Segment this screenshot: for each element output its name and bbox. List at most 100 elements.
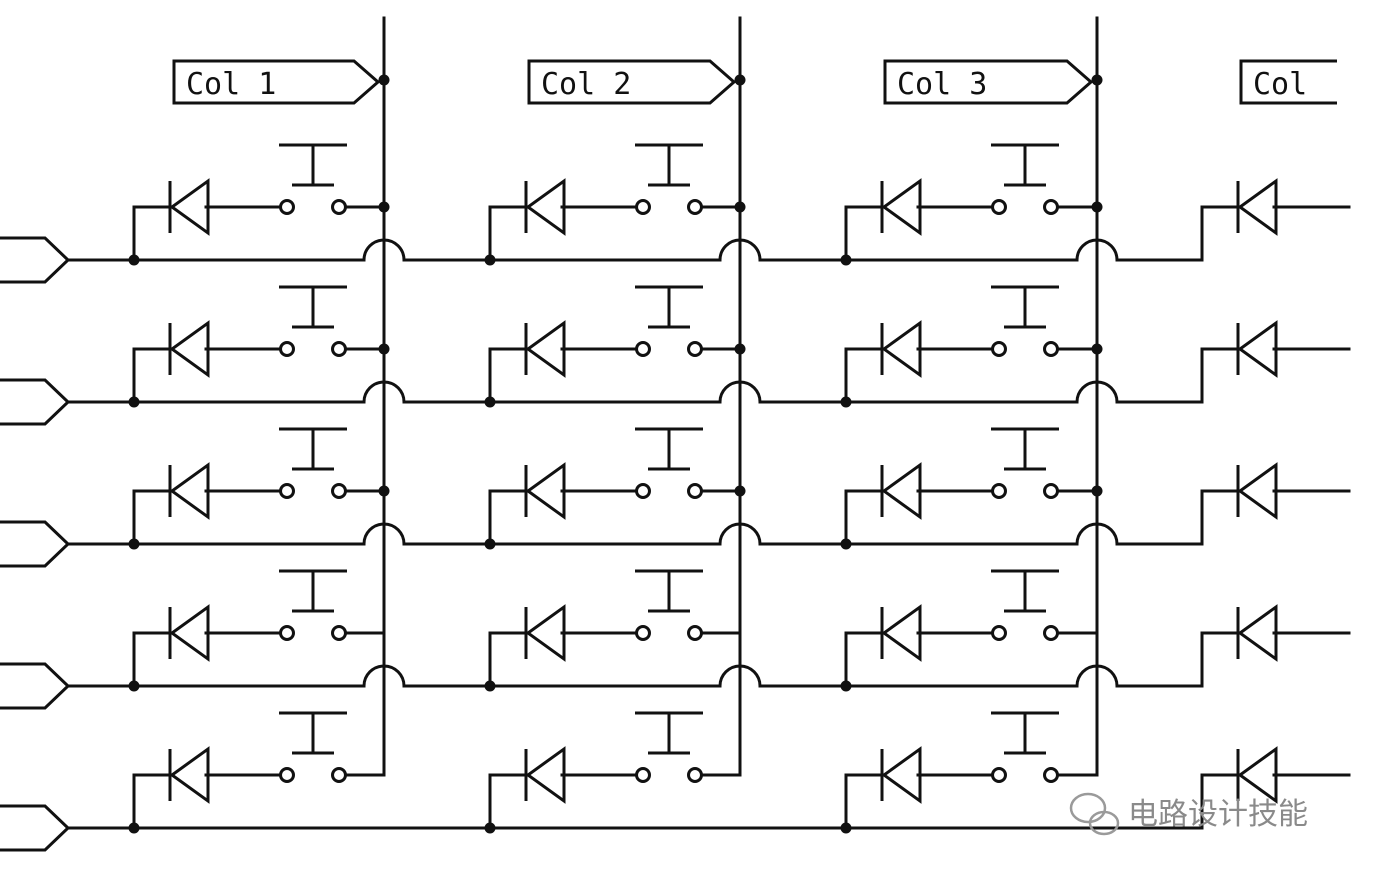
- diode-triangle: [881, 462, 922, 520]
- pushbutton-icon: [635, 285, 703, 357]
- switch-contact: [991, 341, 1007, 357]
- column-label-4: Col: [1239, 59, 1337, 105]
- diode-triangle: [1237, 746, 1278, 804]
- row-wire-4: [66, 664, 1204, 688]
- pushbutton-icon: [991, 285, 1059, 357]
- column-label-3: Col 3: [883, 59, 1094, 105]
- diode-icon: [1236, 178, 1278, 236]
- row-port-1: [0, 236, 71, 284]
- switch-contact: [331, 767, 347, 783]
- switch-column-junction: [378, 485, 390, 497]
- row-port-4: [0, 662, 71, 710]
- diode-triangle: [525, 178, 566, 236]
- switch-contact: [991, 483, 1007, 499]
- row-junction: [128, 680, 140, 692]
- switch-column-junction: [734, 485, 746, 497]
- switch-contact: [635, 625, 651, 641]
- switch-contact: [687, 625, 703, 641]
- switch-contact: [635, 767, 651, 783]
- diode-icon: [168, 178, 210, 236]
- pushbutton-icon: [279, 711, 347, 783]
- pushbutton-icon: [279, 285, 347, 357]
- switch-contact: [687, 483, 703, 499]
- row-junction: [128, 396, 140, 408]
- row-junction: [484, 254, 496, 266]
- row-junction: [484, 680, 496, 692]
- pushbutton-icon: [635, 569, 703, 641]
- switch-contact: [1043, 625, 1059, 641]
- column-label-flag: [527, 59, 737, 105]
- watermark: 电路设计技能: [1069, 792, 1308, 836]
- pushbutton-icon: [635, 711, 703, 783]
- diode-triangle: [1237, 462, 1278, 520]
- row-wire-2: [66, 380, 1204, 404]
- diode-icon: [880, 462, 922, 520]
- diode-triangle: [525, 462, 566, 520]
- diode-icon: [1236, 320, 1278, 378]
- switch-column-junction: [378, 343, 390, 355]
- row-junction: [128, 822, 140, 834]
- wechat-icon: [1069, 792, 1120, 836]
- column-label-text: Col 3: [897, 67, 987, 102]
- pushbutton-icon: [991, 569, 1059, 641]
- switch-column-junction: [1091, 343, 1103, 355]
- switch-contact: [1043, 341, 1059, 357]
- diode-icon: [168, 462, 210, 520]
- row-junction: [840, 396, 852, 408]
- diode-triangle: [169, 462, 210, 520]
- switch-column-junction: [1091, 201, 1103, 213]
- column-label-text: Col 1: [186, 67, 276, 102]
- diode-icon: [168, 320, 210, 378]
- pushbutton-icon: [991, 711, 1059, 783]
- pushbutton-icon: [635, 427, 703, 499]
- switch-contact: [687, 341, 703, 357]
- switch-column-junction: [734, 201, 746, 213]
- diode-triangle: [525, 746, 566, 804]
- diode-triangle: [1237, 178, 1278, 236]
- diode-triangle: [881, 320, 922, 378]
- row-junction: [128, 254, 140, 266]
- pushbutton-icon: [279, 569, 347, 641]
- diode-triangle: [169, 746, 210, 804]
- switch-contact: [1043, 767, 1059, 783]
- diode-icon: [168, 604, 210, 662]
- row-junction: [840, 538, 852, 550]
- diode-triangle: [169, 604, 210, 662]
- diode-icon: [168, 746, 210, 804]
- switch-column-junction: [734, 343, 746, 355]
- switch-column-junction: [1091, 485, 1103, 497]
- watermark-text: 电路设计技能: [1128, 797, 1308, 832]
- pushbutton-icon: [279, 427, 347, 499]
- row-port-2: [0, 378, 71, 426]
- column-label-text: Col: [1253, 67, 1307, 102]
- switch-contact: [279, 483, 295, 499]
- pushbutton-icon: [991, 427, 1059, 499]
- switch-contact: [279, 341, 295, 357]
- row-junction: [128, 538, 140, 550]
- column-label-2: Col 2: [527, 59, 737, 105]
- column-label-flag: [883, 59, 1094, 105]
- diode-icon: [880, 178, 922, 236]
- row-port-5: [0, 804, 71, 852]
- switch-contact: [279, 199, 295, 215]
- column-label-flag: [172, 59, 381, 105]
- diode-triangle: [881, 604, 922, 662]
- diode-icon: [524, 746, 566, 804]
- column-label-flag: [1239, 59, 1337, 105]
- diode-icon: [524, 178, 566, 236]
- switch-contact: [1043, 199, 1059, 215]
- diode-triangle: [1237, 320, 1278, 378]
- row-junction: [484, 396, 496, 408]
- column-label-text: Col 2: [541, 67, 631, 102]
- diode-triangle: [881, 178, 922, 236]
- column-junction: [1091, 74, 1103, 86]
- diode-icon: [1236, 604, 1278, 662]
- pushbutton-icon: [991, 143, 1059, 215]
- row-wire-1: [66, 238, 1204, 262]
- diode-icon: [1236, 746, 1278, 804]
- switch-contact: [331, 199, 347, 215]
- switch-contact: [991, 767, 1007, 783]
- switch-contact: [279, 767, 295, 783]
- row-port-3: [0, 520, 71, 568]
